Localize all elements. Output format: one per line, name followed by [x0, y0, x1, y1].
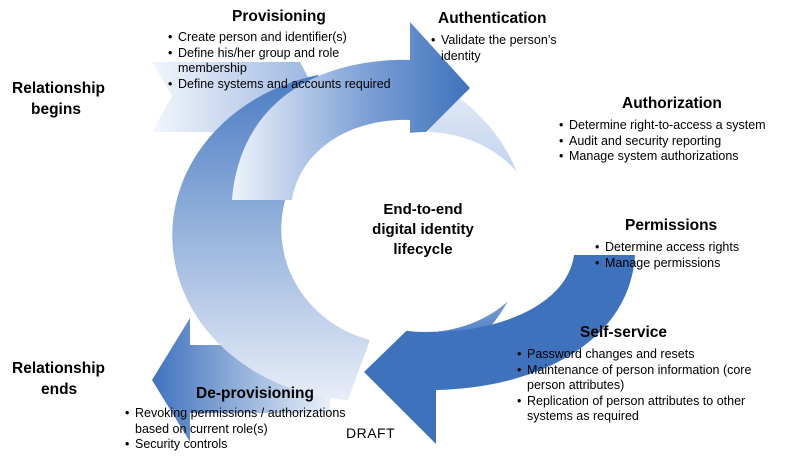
center-label: End-to-end digital identity lifecycle: [372, 201, 474, 258]
list-item: Revoking permissions / authorizations ba…: [125, 406, 375, 437]
list-item: Audit and security reporting: [559, 134, 800, 150]
provisioning-title: Provisioning: [232, 8, 326, 25]
cycle-center: [310, 132, 540, 332]
self-service-list: Password changes and resets Maintenance …: [516, 347, 787, 425]
authorization-list: Determine right-to-access a system Audit…: [558, 118, 800, 165]
deprovisioning-list: Revoking permissions / authorizations ba…: [124, 406, 375, 453]
deprovisioning-title: De-provisioning: [196, 385, 314, 402]
cycle-arrow-bottom: [364, 255, 635, 444]
relationship-begins-label: Relationship begins: [12, 80, 106, 118]
list-item: Replication of person attributes to othe…: [517, 394, 787, 425]
list-item: Manage permissions: [595, 256, 785, 272]
permissions-list: Determine access rights Manage permissio…: [594, 240, 785, 271]
list-item: Create person and identifier(s): [168, 30, 398, 46]
list-item: Password changes and resets: [517, 347, 787, 363]
relationship-ends-label: Relationship ends: [12, 360, 106, 398]
list-item: Manage system authorizations: [559, 149, 800, 165]
cycle-segment-left: [172, 75, 370, 400]
list-item: Security controls: [125, 437, 375, 453]
list-item: Determine right-to-access a system: [559, 118, 800, 134]
list-item: Maintenance of person information (core …: [517, 363, 787, 394]
draft-watermark: DRAFT: [346, 425, 396, 441]
authentication-list: Validate the person’s identity: [430, 33, 561, 64]
list-item: Define his/her group and role membership: [168, 46, 398, 77]
list-item: Determine access rights: [595, 240, 785, 256]
list-item: Validate the person’s identity: [431, 33, 561, 64]
authentication-title: Authentication: [438, 10, 547, 27]
cycle-arrow-top: [232, 22, 470, 200]
permissions-title: Permissions: [625, 217, 718, 234]
authorization-title: Authorization: [622, 95, 722, 112]
provisioning-list: Create person and identifier(s) Define h…: [167, 30, 398, 92]
list-item: Define systems and accounts required: [168, 77, 398, 93]
self-service-title: Self-service: [580, 324, 668, 341]
